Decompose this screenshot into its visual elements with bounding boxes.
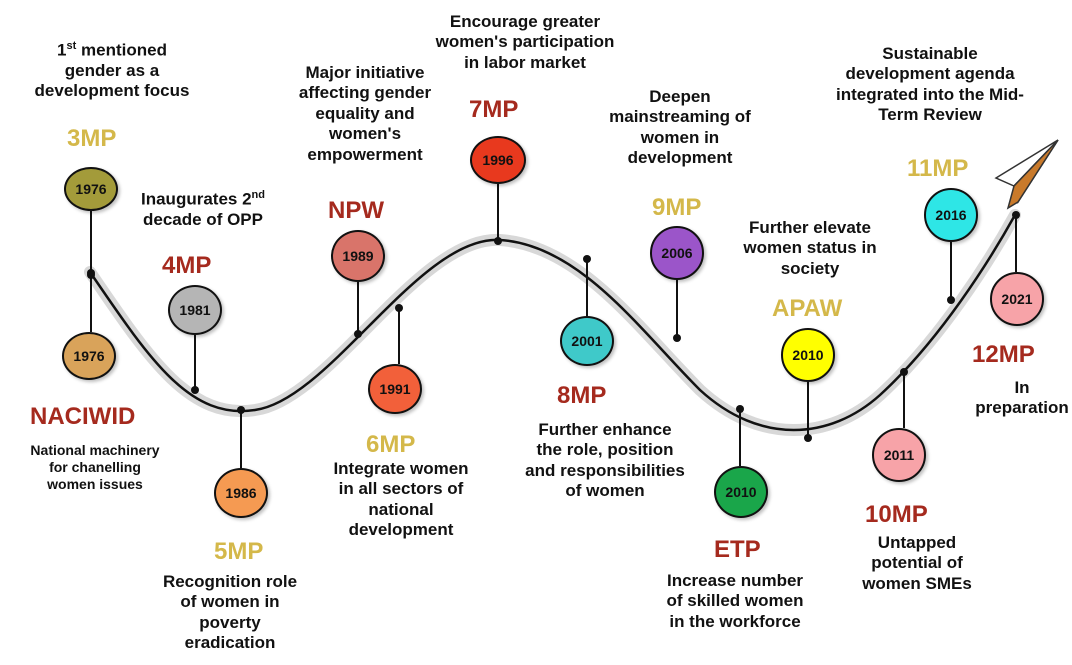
- connector-dot-12mp: [1012, 211, 1020, 219]
- code-etp: ETP: [714, 536, 761, 563]
- year-badge-apaw: 2010: [781, 328, 835, 382]
- year-badge-11mp: 2016: [924, 188, 978, 242]
- year-text-12mp: 2021: [1001, 291, 1033, 307]
- year-text-10mp: 2011: [883, 447, 915, 463]
- connector-dot-apaw: [804, 434, 812, 442]
- year-text-9mp: 2006: [661, 245, 693, 261]
- code-naciwid: NACIWID: [30, 403, 136, 430]
- code-6mp: 6MP: [366, 431, 416, 458]
- year-badge-npw: 1989: [331, 230, 385, 282]
- desc-7mp: Encourage greater women's participation …: [435, 12, 615, 72]
- desc-naciwid: National machinery for chanelling women …: [30, 442, 160, 492]
- code-npw: NPW: [328, 197, 384, 224]
- desc-12mp: In preparation: [975, 378, 1069, 418]
- year-text-7mp: 1996: [482, 152, 514, 168]
- desc-5mp: Recognition role of women in poverty era…: [162, 572, 298, 653]
- paper-plane-icon: [994, 139, 1059, 210]
- year-badge-6mp: 1991: [368, 364, 422, 414]
- year-text-etp: 2010: [725, 484, 757, 500]
- year-badge-4mp: 1981: [168, 285, 222, 335]
- desc-10mp: Untapped potential of women SMEs: [862, 533, 972, 593]
- year-text-4mp: 1981: [179, 302, 211, 318]
- code-11mp: 11MP: [907, 155, 969, 182]
- code-5mp: 5MP: [214, 538, 264, 565]
- desc-4mp: Inaugurates 2nd decade of OPP: [141, 189, 265, 230]
- connector-dot-11mp: [947, 296, 955, 304]
- year-badge-3mp: 1976: [64, 167, 118, 211]
- year-badge-5mp: 1986: [214, 468, 268, 518]
- connector-dot-6mp: [395, 304, 403, 312]
- year-text-npw: 1989: [342, 248, 374, 264]
- year-badge-8mp: 2001: [560, 316, 614, 366]
- code-4mp: 4MP: [162, 252, 212, 279]
- code-7mp: 7MP: [469, 96, 519, 123]
- code-3mp: 3MP: [67, 125, 117, 152]
- desc-8mp: Further enhance the role, position and r…: [525, 420, 685, 501]
- code-8mp: 8MP: [557, 382, 607, 409]
- desc-apaw: Further elevate women status in society: [743, 218, 877, 278]
- connector-dot-8mp: [583, 255, 591, 263]
- desc-etp: Increase number of skilled women in the …: [666, 571, 804, 631]
- year-text-6mp: 1991: [379, 381, 411, 397]
- connector-dot-7mp: [494, 237, 502, 245]
- desc-11mp: Sustainable development agenda integrate…: [836, 44, 1024, 125]
- year-badge-9mp: 2006: [650, 226, 704, 280]
- connector-dot-npw: [354, 330, 362, 338]
- connector-dot-naciwid: [87, 271, 95, 279]
- year-text-5mp: 1986: [225, 485, 257, 501]
- connector-dot-etp: [736, 405, 744, 413]
- connector-dot-10mp: [900, 368, 908, 376]
- desc-9mp: Deepen mainstreaming of women in develop…: [609, 87, 751, 168]
- desc-3mp: 1st mentioned gender as a development fo…: [34, 40, 190, 101]
- year-text-3mp: 1976: [75, 181, 107, 197]
- code-10mp: 10MP: [865, 501, 928, 528]
- year-badge-10mp: 2011: [872, 428, 926, 482]
- code-apaw: APAW: [772, 295, 843, 322]
- desc-npw: Major initiative affecting gender equali…: [298, 63, 432, 164]
- connector-dot-5mp: [237, 406, 245, 414]
- desc-6mp: Integrate women in all sectors of nation…: [333, 459, 469, 540]
- code-12mp: 12MP: [972, 341, 1035, 368]
- connector-dot-4mp: [191, 386, 199, 394]
- year-badge-7mp: 1996: [470, 136, 526, 184]
- connector-group: [87, 184, 1020, 468]
- year-text-11mp: 2016: [935, 207, 967, 223]
- year-badge-naciwid: 1976: [62, 332, 116, 380]
- year-badge-12mp: 2021: [990, 272, 1044, 326]
- code-9mp: 9MP: [652, 194, 702, 221]
- year-text-8mp: 2001: [571, 333, 603, 349]
- year-badge-etp: 2010: [714, 466, 768, 518]
- year-text-naciwid: 1976: [73, 348, 105, 364]
- connector-dot-9mp: [673, 334, 681, 342]
- year-text-apaw: 2010: [792, 347, 824, 363]
